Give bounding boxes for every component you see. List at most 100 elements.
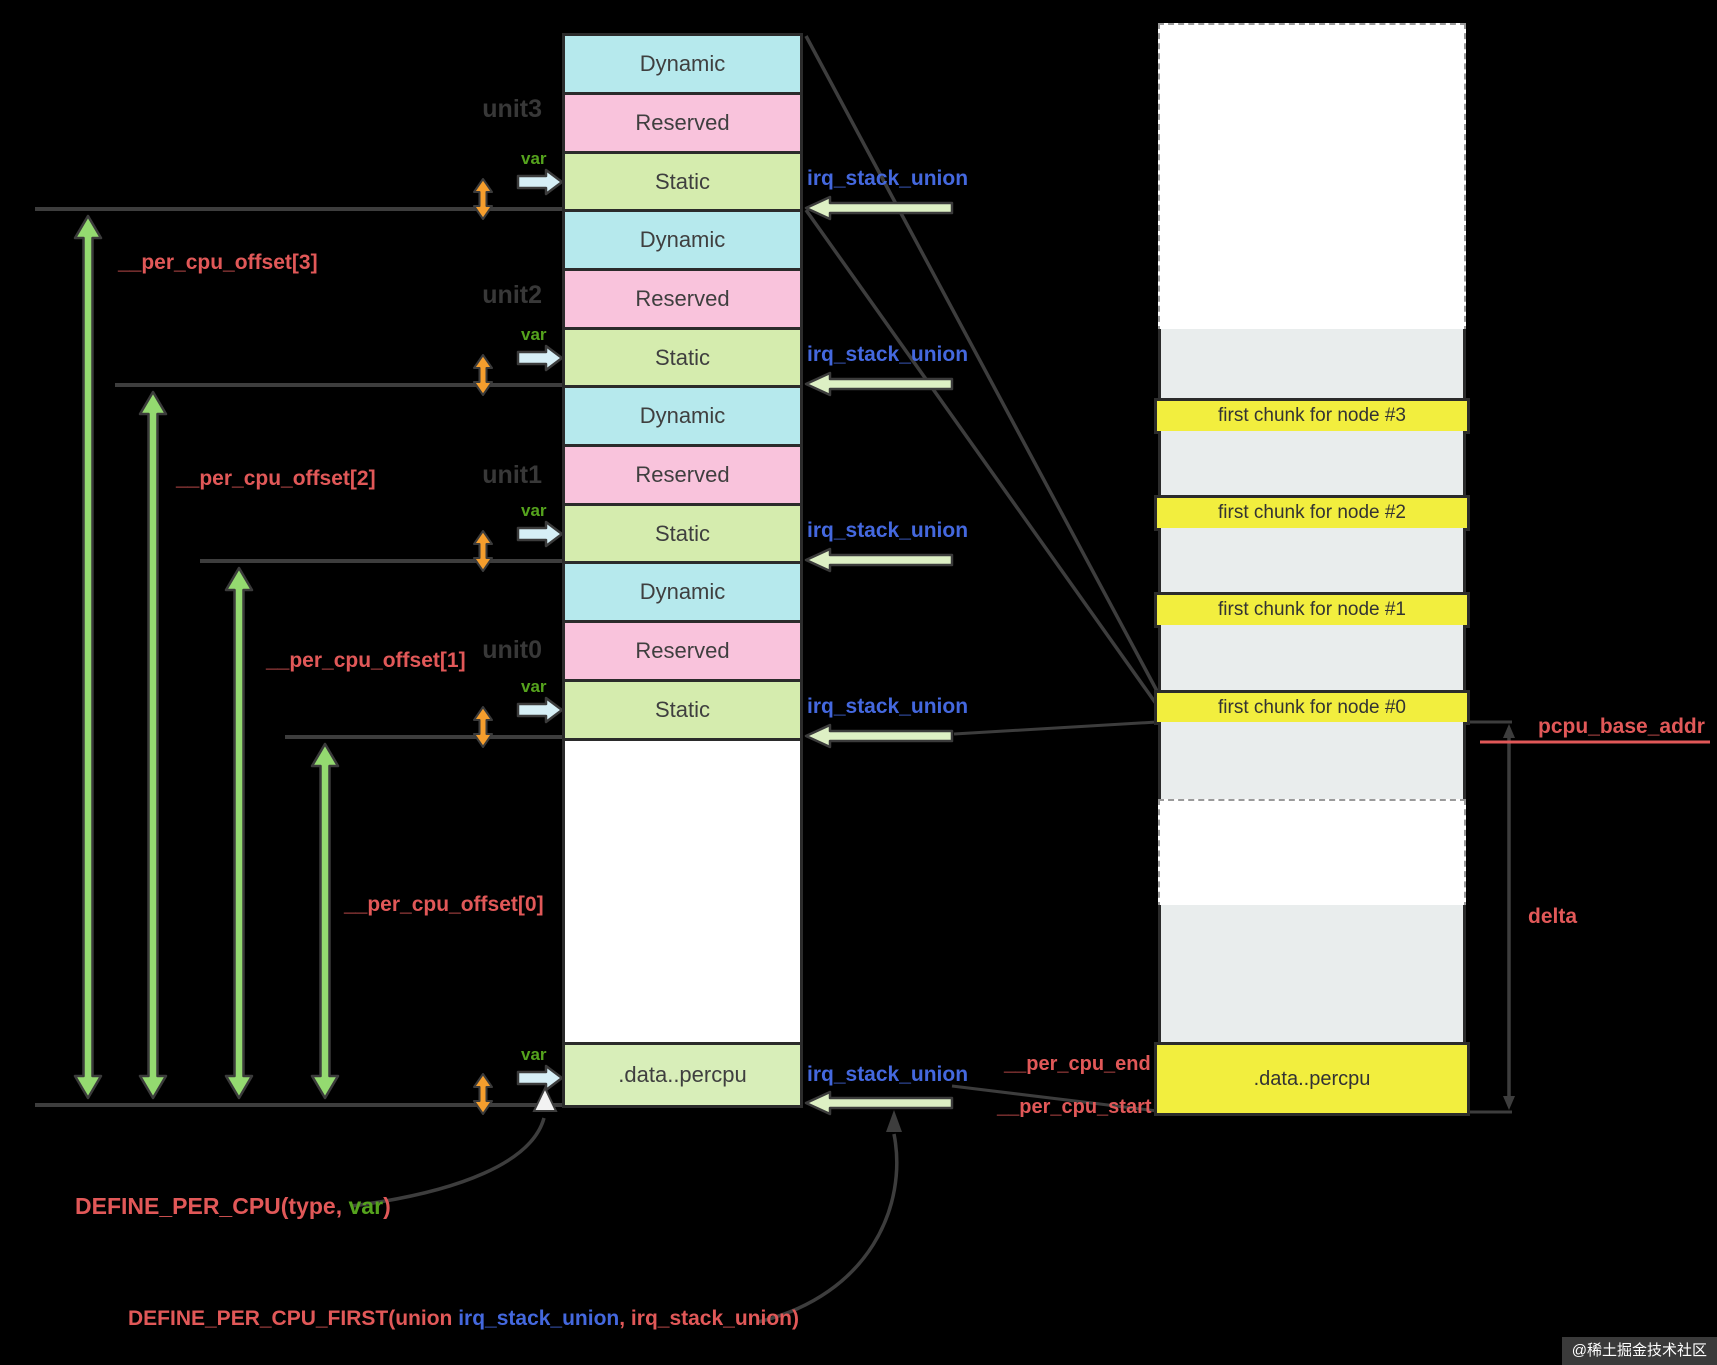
unit2-static-region: Static (562, 327, 803, 388)
first-chunk-node0-box: first chunk for node #0 (1154, 690, 1470, 725)
juejin-watermark: @稀土掘金技术社区 (1561, 1337, 1717, 1365)
boundary-arrow-percpu (473, 1073, 493, 1115)
irq-pointer-arrow-percpu (804, 1090, 954, 1116)
boundary-arrow-unit2 (473, 354, 493, 396)
define-per-cpu-first-arrowhead (886, 1110, 902, 1132)
region-label: Static (654, 344, 711, 370)
define-per-cpu-label: DEFINE_PER_CPU(type, var) (75, 1193, 391, 1220)
region-label: Static (654, 697, 711, 722)
unit0-label: unit0 (482, 636, 542, 664)
var-label: var (521, 677, 547, 696)
boundary-arrow-unit1 (473, 530, 493, 572)
macro-var-text: var (348, 1193, 384, 1219)
allocated-region (1158, 528, 1466, 595)
unit3-static-region: Static (562, 151, 803, 212)
region-label: Reserved (635, 462, 730, 487)
unused-gap-region (562, 738, 803, 1045)
unit3-dynamic-region: Dynamic (562, 33, 803, 95)
region-label: Dynamic (639, 227, 726, 252)
unit1-dynamic-region: Dynamic (562, 385, 803, 447)
irq-stack-union-label: irq_stack_union (807, 343, 969, 366)
macro-text: , irq_stack_union) (619, 1307, 799, 1330)
macro-text: DEFINE_PER_CPU_FIRST(union (128, 1307, 459, 1330)
offset0-span-arrow (310, 742, 340, 1100)
allocated-region (1158, 431, 1466, 498)
define-per-cpu-arrowhead (532, 1085, 558, 1112)
macro-type-text: irq_stack_union (458, 1307, 620, 1330)
define-per-cpu-first-label: DEFINE_PER_CPU_FIRST(union irq_stack_uni… (128, 1307, 799, 1331)
region-label: Static (654, 168, 711, 194)
per-cpu-start-label: __per_cpu_start (997, 1096, 1152, 1118)
pcpu-base-addr-label: pcpu_base_addr (1538, 715, 1705, 738)
chunk-mapping-line-base (953, 720, 1158, 736)
region-label: Reserved (635, 286, 730, 311)
unit0-static-region: Static (562, 679, 803, 741)
var-pointer-arrow-unit1 (516, 520, 564, 548)
per-cpu-offset2-label: __per_cpu_offset[2] (176, 467, 376, 490)
boundary-arrow-unit0 (473, 706, 493, 748)
unit1-static-region: Static (562, 503, 803, 564)
region-label: .data..percpu (618, 1062, 747, 1087)
macro-text: DEFINE_PER_CPU(type, (75, 1193, 349, 1219)
delta-bracket-arrow-up (1503, 724, 1515, 738)
var-label: var (521, 149, 547, 168)
var-pointer-arrow-unit3 (516, 168, 564, 196)
delta-label: delta (1528, 905, 1578, 928)
region-label: Static (654, 520, 711, 546)
chunk-label: first chunk for node #1 (1218, 599, 1406, 620)
region-label: Dynamic (639, 403, 726, 428)
per-cpu-offset3-label: __per_cpu_offset[3] (118, 251, 318, 274)
var-label: var (521, 1045, 547, 1064)
region-label: Dynamic (639, 579, 726, 604)
irq-pointer-arrow-unit2 (804, 371, 954, 397)
allocated-region (1158, 905, 1466, 1045)
per-cpu-end-label: __per_cpu_end (1004, 1053, 1151, 1075)
chunk-mapping-line-bottom (951, 1084, 1158, 1113)
unit3-reserved-region: Reserved (562, 92, 803, 154)
chunk-label: .data..percpu (1253, 1067, 1371, 1090)
unit1-reserved-region: Reserved (562, 444, 803, 506)
unit2-dynamic-region: Dynamic (562, 209, 803, 271)
irq-stack-union-label: irq_stack_union (807, 695, 969, 718)
per-cpu-offset0-label: __per_cpu_offset[0] (344, 893, 544, 916)
boundary-arrow-unit3 (473, 178, 493, 220)
region-label: Dynamic (639, 51, 726, 76)
var-pointer-arrow-unit0 (516, 696, 564, 724)
irq-pointer-arrow-unit1 (804, 547, 954, 573)
chunk-mapping-line-mid (804, 208, 1159, 707)
offset3-span-arrow (73, 214, 103, 1100)
region-label: Reserved (635, 110, 730, 135)
irq-pointer-arrow-unit0 (804, 723, 954, 749)
irq-stack-union-label: irq_stack_union (807, 167, 969, 190)
unit0-reserved-region: Reserved (562, 620, 803, 682)
allocated-region (1158, 722, 1466, 802)
chunk-label: first chunk for node #2 (1218, 502, 1406, 523)
vmalloc-free-region-mid (1158, 799, 1466, 908)
allocated-region (1158, 329, 1466, 401)
offset2-span-arrow (138, 390, 168, 1100)
unit1-label: unit1 (482, 461, 542, 489)
irq-stack-union-label: irq_stack_union (807, 519, 969, 542)
allocated-region (1158, 625, 1466, 693)
per-cpu-offset1-label: __per_cpu_offset[1] (266, 649, 466, 672)
irq-pointer-arrow-unit3 (804, 195, 954, 221)
offset1-span-arrow (224, 566, 254, 1100)
unit0-dynamic-region: Dynamic (562, 561, 803, 623)
irq-stack-union-label: irq_stack_union (807, 1063, 969, 1086)
first-chunk-node1-box: first chunk for node #1 (1154, 592, 1470, 628)
unit2-label: unit2 (482, 281, 542, 309)
data-percpu-section-box: .data..percpu (1154, 1042, 1470, 1116)
region-label: Reserved (635, 638, 730, 663)
data-percpu-expanded-region: .data..percpu (562, 1042, 803, 1108)
unit3-label: unit3 (482, 95, 542, 123)
var-label: var (521, 325, 547, 344)
first-chunk-node2-box: first chunk for node #2 (1154, 495, 1470, 531)
first-chunk-node3-box: first chunk for node #3 (1154, 398, 1470, 434)
define-per-cpu-first-pointer-curve (757, 1133, 899, 1324)
unit2-reserved-region: Reserved (562, 268, 803, 330)
var-label: var (521, 501, 547, 520)
delta-bracket-arrow-down (1503, 1096, 1515, 1110)
chunk-label: first chunk for node #3 (1218, 405, 1406, 426)
